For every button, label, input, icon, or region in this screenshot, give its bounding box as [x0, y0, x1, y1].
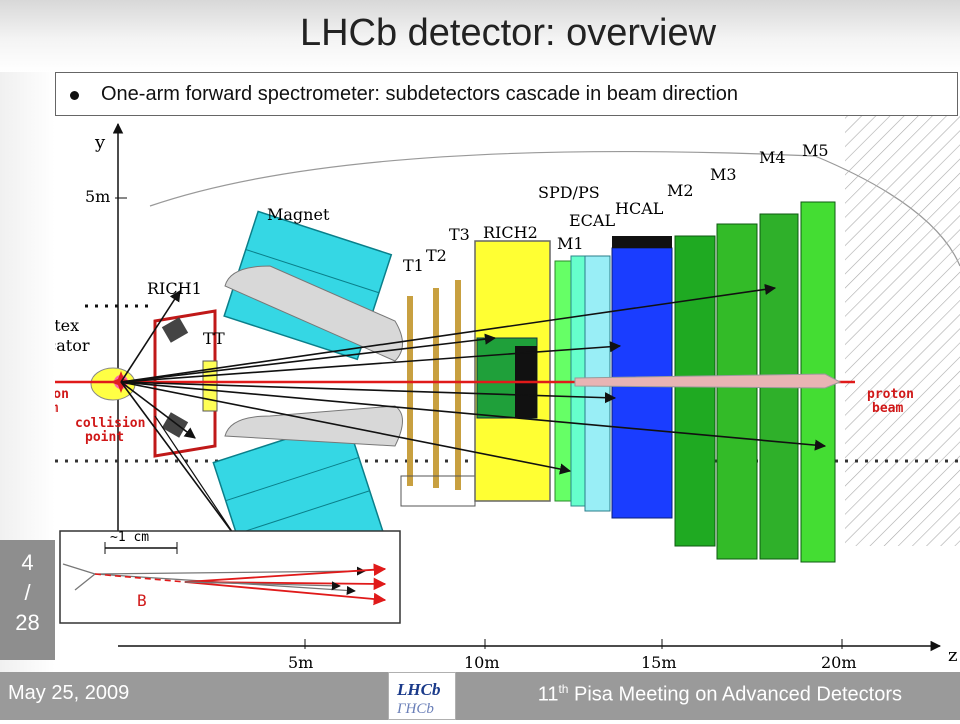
proton-beam-right-line2: beam: [872, 401, 903, 416]
label-m4: M4: [759, 148, 786, 167]
label-hcal: HCAL: [615, 199, 664, 218]
page-total: 28: [15, 610, 40, 635]
particle-tracks: [120, 283, 827, 537]
label-rich1: RICH1: [147, 279, 202, 298]
label-m3: M3: [710, 165, 737, 184]
bullet-text: One-arm forward spectrometer: subdetecto…: [101, 83, 738, 105]
muon-m2: [674, 235, 716, 547]
footer-meeting-rest: Pisa Meeting on Advanced Detectors: [568, 683, 902, 706]
inset-scale-label: ~1 cm: [110, 530, 149, 545]
tracker-t3: [455, 280, 461, 490]
label-magnet: Magnet: [267, 205, 330, 224]
beam-pipe-cone: [574, 373, 842, 389]
label-m1: M1: [557, 234, 584, 253]
z-tick-label-15m: 15m: [641, 653, 677, 672]
label-ecal: ECAL: [569, 211, 615, 230]
rich1-mirror-upper: [161, 317, 189, 343]
collision-point-line2: point: [85, 430, 124, 445]
y-tick-label: 5m: [85, 187, 110, 206]
inset-connector: [154, 415, 236, 537]
page-indicator: 4 / 28: [0, 540, 55, 660]
shielding-wall: [845, 116, 960, 546]
label-t2: T2: [426, 246, 447, 265]
logo-text-top: LHCb: [396, 680, 440, 699]
footer-date: May 25, 2009: [8, 682, 130, 704]
magnet-coil-upper: [224, 265, 403, 362]
label-vertex-2: Locator: [55, 336, 90, 355]
page-separator: /: [24, 580, 31, 605]
footer-meeting-sup: th: [558, 682, 569, 696]
lhcb-logo: LHCb ΓHCb: [388, 672, 456, 720]
y-axis-label: y: [94, 132, 106, 153]
label-m5: M5: [802, 141, 829, 160]
label-vertex-1: Vertex: [55, 316, 79, 335]
title-band: [0, 0, 960, 72]
inset-b-label: B: [137, 591, 147, 610]
label-tt: TT: [203, 329, 225, 348]
muon-m3: [716, 223, 758, 560]
z-tick-label-20m: 20m: [821, 653, 857, 672]
footer-meeting: 11th Pisa Meeting on Advanced Detectors: [538, 682, 902, 707]
label-spd-ps: SPD/PS: [538, 183, 600, 202]
z-axis-label: z: [948, 645, 957, 666]
bullet-box: One-arm forward spectrometer: subdetecto…: [55, 72, 958, 116]
lhcb-detector-diagram: y z 5m 5m 10m 15m 20m: [55, 116, 960, 672]
hcal-top-bar: [612, 236, 672, 248]
z-tick-label-10m: 10m: [464, 653, 500, 672]
proton-beam-left-line2: beam: [55, 401, 58, 416]
proton-beam-left-line1: proton: [55, 387, 69, 402]
footer-bar: May 25, 2009 11th Pisa Meeting on Advanc…: [0, 672, 960, 720]
bullet-dot-icon: [70, 91, 79, 100]
lhcb-logo-icon: LHCb ΓHCb: [396, 680, 440, 717]
footer-meeting-prefix: 11: [537, 683, 559, 706]
magnet-coil-lower: [224, 405, 403, 447]
label-m2: M2: [667, 181, 694, 200]
slide-title: LHCb detector: overview: [299, 12, 717, 54]
label-t3: T3: [449, 225, 470, 244]
label-t1: T1: [403, 256, 424, 275]
collision-point-line1: collision: [75, 416, 145, 431]
page-number: 4: [21, 550, 34, 575]
tracker-t2: [433, 288, 439, 488]
inset-zoom: [59, 530, 401, 624]
label-rich2: RICH2: [483, 223, 538, 242]
z-tick-label-5m: 5m: [288, 653, 313, 672]
logo-text-bottom: ΓHCb: [396, 701, 434, 717]
proton-beam-right-line1: proton: [867, 387, 914, 402]
